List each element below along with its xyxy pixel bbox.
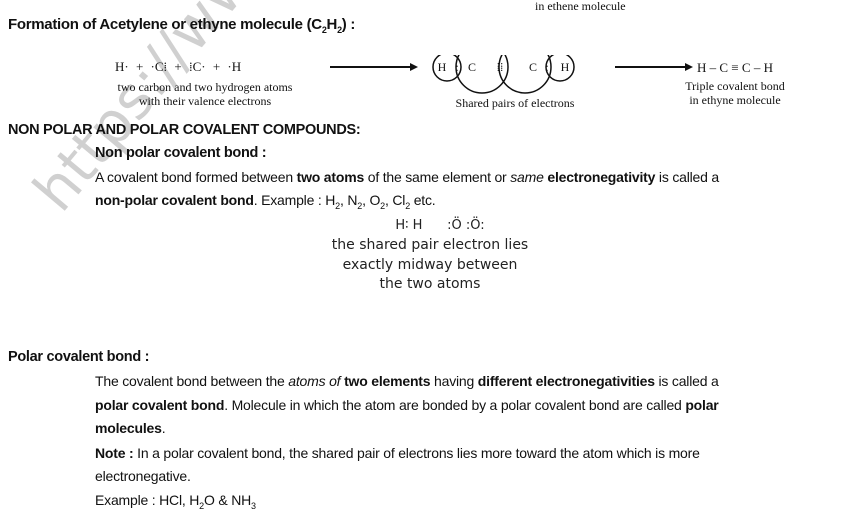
section-heading: NON POLAR AND POLAR COVALENT COMPOUNDS: bbox=[8, 122, 361, 138]
polar-paragraph: The covalent bond between the atoms of t… bbox=[95, 373, 719, 389]
nonpolar-heading: Non polar covalent bond : bbox=[95, 145, 267, 161]
cut-top-text: in ethene molecule bbox=[535, 0, 626, 13]
diagram-arrows: H C C H : ⁞⁞: bbox=[330, 55, 693, 94]
polar-paragraph: polar covalent bond. Molecule in which t… bbox=[95, 397, 719, 413]
atom-label: H bbox=[561, 60, 570, 74]
svg-text:⁞⁞: ⁞⁞ bbox=[497, 60, 504, 74]
polar-paragraph: molecules. bbox=[95, 420, 166, 436]
electron-shells-diagram bbox=[432, 55, 575, 94]
product: H – C ≡ C – H bbox=[697, 60, 773, 75]
arrow-icon bbox=[615, 63, 693, 71]
nonpolar-paragraph: non-polar covalent bond. Example : H2, N… bbox=[95, 192, 436, 211]
page-title: Formation of Acetylene or ethyne molecul… bbox=[8, 16, 356, 35]
svg-text::: : bbox=[455, 60, 458, 74]
shared-caption: Shared pairs of electrons bbox=[455, 96, 575, 110]
atom-label: H bbox=[438, 60, 447, 74]
atom-label: C bbox=[529, 60, 537, 74]
polar-heading: Polar covalent bond : bbox=[8, 349, 150, 365]
arrow-icon bbox=[330, 63, 418, 71]
atom-label: C bbox=[468, 60, 476, 74]
polar-note: electronegative. bbox=[95, 468, 191, 484]
reactants: H· + ·C⁞ + ⁞C· + ·H bbox=[115, 59, 242, 74]
nonpolar-paragraph: A covalent bond formed between two atoms… bbox=[95, 169, 719, 185]
polar-note: Note : In a polar covalent bond, the sha… bbox=[95, 445, 700, 461]
svg-text::: : bbox=[545, 60, 548, 74]
nonpolar-examples: H∶ H :Ö :Ö: bbox=[395, 218, 485, 233]
polar-example: Example : HCl, H2O & NH3 bbox=[95, 492, 256, 511]
